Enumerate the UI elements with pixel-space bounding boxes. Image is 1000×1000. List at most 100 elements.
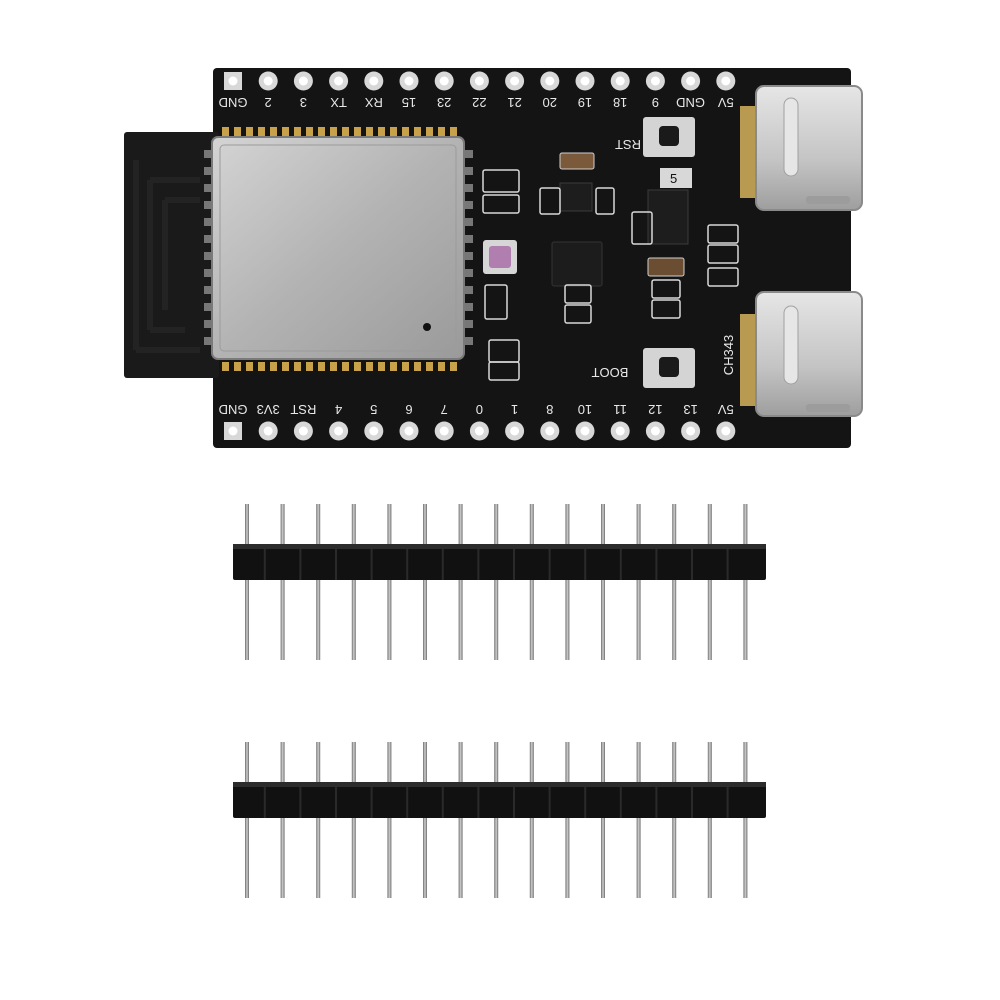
top-pin-label: 18 <box>613 95 627 110</box>
module-pads-side <box>204 150 473 345</box>
side-pad <box>204 150 212 158</box>
top-pin: TX <box>329 71 349 110</box>
bottom-pin-hole <box>228 426 238 436</box>
top-pin: GND <box>219 72 248 110</box>
top-pin: 19 <box>575 71 595 110</box>
header-pin <box>316 504 321 660</box>
boot-label: BOOT <box>592 365 629 380</box>
bottom-pin-label: GND <box>219 402 248 417</box>
side-pad <box>204 337 212 345</box>
header-highlight <box>233 782 766 787</box>
header-pin <box>458 742 463 898</box>
castellated-pad <box>234 362 241 371</box>
castellated-pad <box>234 127 241 136</box>
castellated-pad <box>270 127 277 136</box>
usb-c-port-1 <box>740 85 863 211</box>
header-pin <box>387 742 392 898</box>
castellated-pad <box>426 127 433 136</box>
top-pin-hole <box>228 76 238 86</box>
header-pin <box>743 504 748 660</box>
side-pad <box>465 320 473 328</box>
castellated-pad <box>222 362 229 371</box>
side-pad <box>204 320 212 328</box>
castellated-pad <box>258 127 265 136</box>
castellated-pad <box>402 127 409 136</box>
castellated-pad <box>294 127 301 136</box>
side-pad <box>465 235 473 243</box>
regulator-mark: 5 <box>670 171 677 186</box>
reg-mark-box <box>660 168 692 188</box>
bottom-pin: 0 <box>469 402 489 441</box>
header-pin <box>423 504 427 660</box>
castellated-pad <box>414 362 421 371</box>
bottom-pin-hole <box>580 426 590 436</box>
rgb-led-lens <box>489 246 511 268</box>
top-pin-hole <box>404 76 414 86</box>
bottom-pin-hole <box>369 426 379 436</box>
top-pin-hole <box>369 76 379 86</box>
header-pin <box>280 504 285 660</box>
castellated-pad <box>282 362 289 371</box>
side-pad <box>465 303 473 311</box>
bottom-pin-label: 8 <box>546 402 553 417</box>
top-pin: 5V <box>716 71 736 110</box>
pin1-dot <box>423 323 431 331</box>
bottom-pin-label: 6 <box>405 402 412 417</box>
castellated-pad <box>354 127 361 136</box>
castellated-pad <box>378 127 385 136</box>
top-pin: RX <box>364 71 384 110</box>
side-pad <box>204 252 212 260</box>
castellated-pad <box>258 362 265 371</box>
bottom-pin: 7 <box>434 402 454 441</box>
castellated-pad <box>378 362 385 371</box>
top-pin-label: 19 <box>578 95 592 110</box>
top-pin-label: GND <box>676 95 705 110</box>
rst-button[interactable] <box>643 117 695 157</box>
bottom-pin-label: 5V <box>718 402 734 417</box>
top-pin-label: 15 <box>402 95 416 110</box>
side-pad <box>465 286 473 294</box>
top-pin-label: 23 <box>437 95 451 110</box>
antenna-trace <box>133 160 200 353</box>
header-pin <box>316 742 321 898</box>
bottom-pin: RST <box>290 402 316 441</box>
top-pin: 18 <box>610 71 630 110</box>
bottom-pin-label: 4 <box>335 402 342 417</box>
bottom-pin-label: 11 <box>613 402 627 417</box>
module-shield <box>211 136 465 360</box>
top-pin-hole <box>334 76 344 86</box>
header-pin <box>494 504 499 660</box>
bottom-pin: 8 <box>540 402 560 441</box>
header-pin <box>387 504 392 660</box>
header-pin <box>529 742 534 898</box>
castellated-pad <box>306 127 313 136</box>
top-pin-label: GND <box>219 95 248 110</box>
rst-label: RST <box>615 137 641 152</box>
bottom-pin-label: 1 <box>511 402 518 417</box>
bottom-pin-label: 13 <box>683 402 697 417</box>
castellated-pad <box>270 362 277 371</box>
top-pin-label: 3 <box>300 95 307 110</box>
bottom-pin-hole <box>263 426 273 436</box>
header-pin <box>636 742 641 898</box>
top-pin: 23 <box>434 71 454 110</box>
side-pad <box>204 218 212 226</box>
top-pin-hole <box>615 76 625 86</box>
castellated-pad <box>354 362 361 371</box>
header-pin <box>351 742 356 898</box>
header-pin <box>601 742 605 898</box>
top-pin-hole <box>686 76 696 86</box>
header-pin <box>245 742 249 898</box>
side-pad <box>204 235 212 243</box>
castellated-pad <box>390 127 397 136</box>
bottom-pin: 11 <box>610 402 630 441</box>
side-pad <box>465 218 473 226</box>
top-pin: 15 <box>399 71 419 110</box>
side-pad <box>465 184 473 192</box>
top-pin: 3 <box>293 71 313 110</box>
header-pin <box>636 504 641 660</box>
boot-button[interactable] <box>643 348 695 388</box>
bottom-pin-hole <box>510 426 520 436</box>
side-pad <box>204 201 212 209</box>
castellated-pad <box>438 362 445 371</box>
